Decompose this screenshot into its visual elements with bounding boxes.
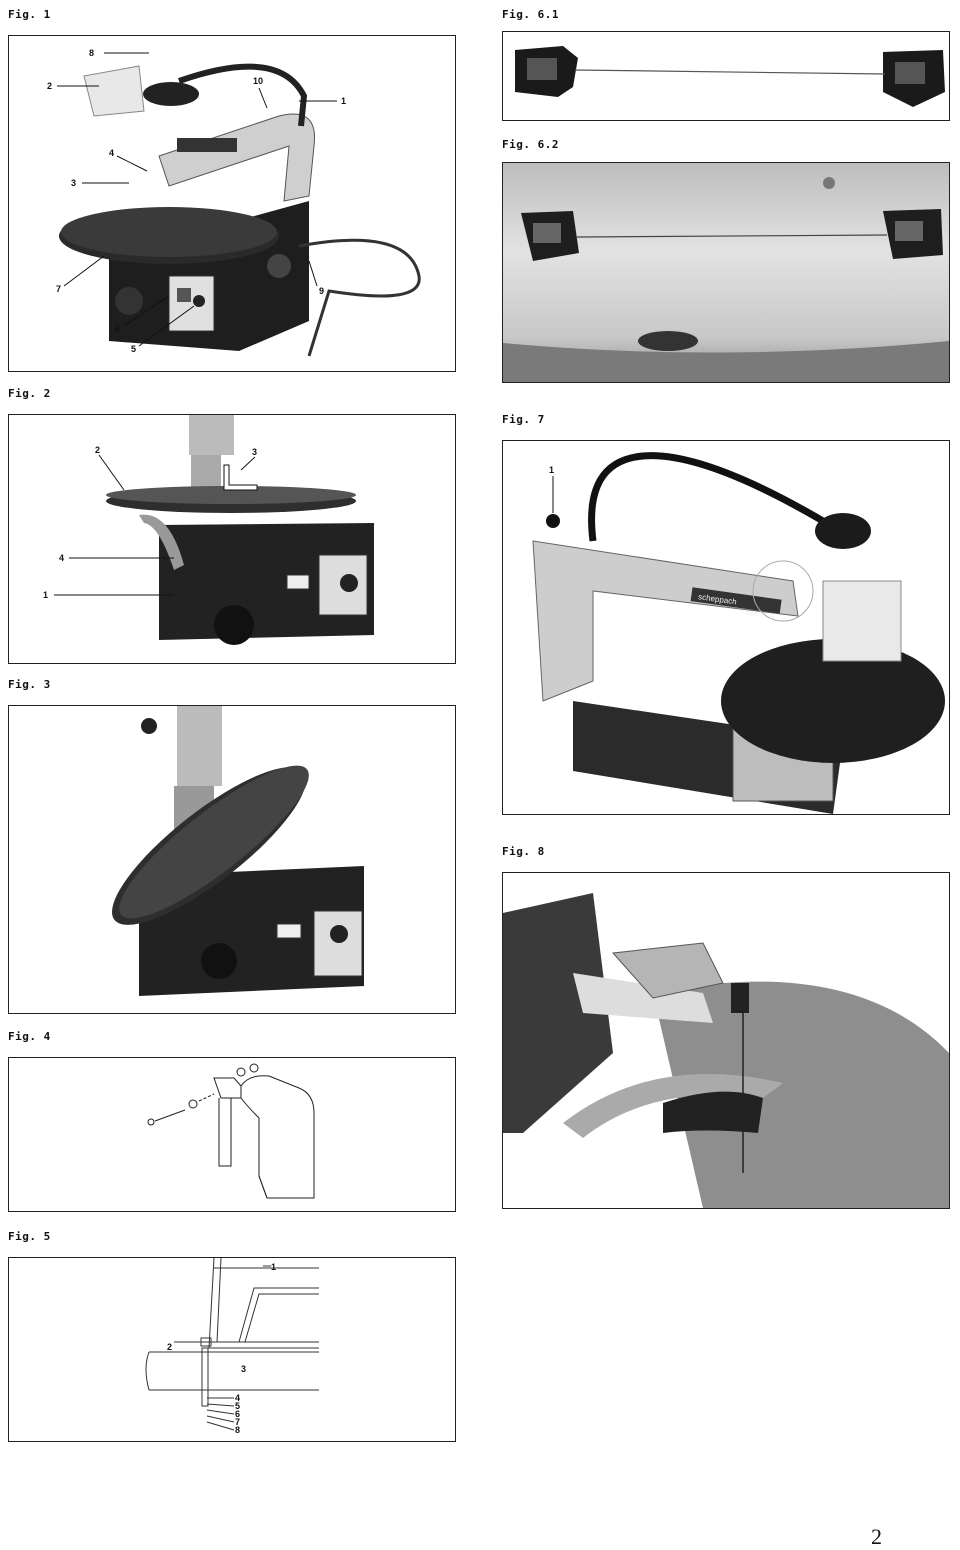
fig2-callout: 4 [59, 553, 64, 563]
fig1-caption: Fig. 1 [8, 8, 51, 21]
fig2-callout: 3 [252, 447, 257, 457]
fig4-caption: Fig. 4 [8, 1030, 51, 1043]
fig5-callout: 4 [235, 1393, 240, 1403]
fig5-callout: 2 [167, 1342, 172, 1352]
fig3-caption: Fig. 3 [8, 678, 51, 691]
fig1-callout: 1 [341, 96, 346, 106]
fig2-caption: Fig. 2 [8, 387, 51, 400]
model-name: deco-flex [746, 610, 776, 621]
fig5-frame: 1 2 3 4 5 6 7 8 [8, 1257, 456, 1442]
fig2-callout: 1 [43, 590, 48, 600]
fig7-frame: scheppach deco-flex 1 [502, 440, 950, 815]
fig2-table-level-photo: 2 3 4 1 [9, 415, 455, 663]
fig5-caption: Fig. 5 [8, 1230, 51, 1243]
fig1-callout: 8 [89, 48, 94, 58]
fig4-blade-guard-drawing [9, 1058, 455, 1211]
fig62-caption: Fig. 6.2 [502, 138, 559, 151]
fig5-callout: 7 [235, 1417, 240, 1427]
fig1-callout: 7 [56, 284, 61, 294]
fig1-callout: 2 [47, 81, 52, 91]
fig8-blade-guard-photo [503, 873, 949, 1208]
fig1-scroll-saw-photo: 8 2 10 1 4 3 7 9 6 5 [9, 36, 455, 371]
fig4-frame [8, 1057, 456, 1212]
fig1-callout: 9 [319, 286, 324, 296]
fig1-callout: 3 [71, 178, 76, 188]
fig62-blade-mounted-photo [503, 163, 949, 382]
fig5-mounting-drawing: 1 2 3 4 5 6 7 8 [9, 1258, 455, 1441]
fig7-caption: Fig. 7 [502, 413, 545, 426]
fig1-callout: 6 [115, 324, 120, 334]
fig5-callout: 1 [271, 1262, 276, 1272]
fig1-callout: 5 [131, 344, 136, 354]
page-number: 2 [871, 1524, 882, 1549]
fig61-frame [502, 31, 950, 121]
fig1-frame: 8 2 10 1 4 3 7 9 6 5 [8, 35, 456, 372]
fig62-frame [502, 162, 950, 383]
fig5-callout: 3 [241, 1364, 246, 1374]
fig1-callout: 10 [253, 76, 263, 86]
fig5-callout: 8 [235, 1425, 240, 1435]
fig7-callout: 1 [549, 465, 554, 475]
fig7-scroll-saw-photo: scheppach deco-flex 1 [503, 441, 949, 814]
fig8-caption: Fig. 8 [502, 845, 545, 858]
fig2-frame: 2 3 4 1 [8, 414, 456, 664]
fig61-blade-photo [503, 32, 949, 120]
fig5-callout: 5 [235, 1401, 240, 1411]
fig5-callout: 6 [235, 1409, 240, 1419]
fig8-frame [502, 872, 950, 1209]
fig3-table-tilt-photo [9, 706, 455, 1013]
fig3-frame [8, 705, 456, 1014]
fig61-caption: Fig. 6.1 [502, 8, 559, 21]
fig2-callout: 2 [95, 445, 100, 455]
fig1-callout: 4 [109, 148, 114, 158]
